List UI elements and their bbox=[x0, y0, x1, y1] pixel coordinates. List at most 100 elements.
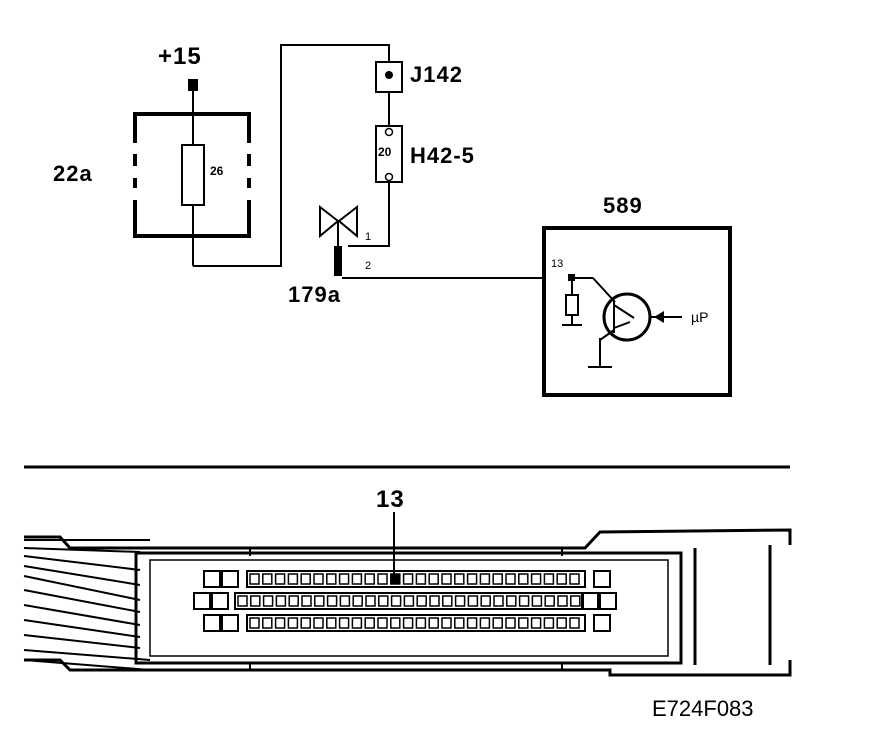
plug-pin bbox=[454, 573, 465, 585]
plug-pin bbox=[300, 617, 311, 629]
plug-pin bbox=[543, 617, 555, 629]
plug-pin bbox=[237, 595, 248, 607]
plug-pin-rows bbox=[234, 570, 586, 632]
plug-pin bbox=[544, 595, 555, 607]
wire-fuse-to-j142 bbox=[193, 44, 390, 267]
plug-pin bbox=[314, 595, 325, 607]
wire-harness-bundle bbox=[23, 539, 151, 671]
plug-pin bbox=[402, 617, 414, 629]
plug-pin bbox=[428, 617, 439, 629]
plug-pin bbox=[415, 617, 427, 629]
plug-pin bbox=[569, 617, 580, 629]
pin-row-frame bbox=[234, 592, 584, 610]
plug-pin bbox=[249, 573, 260, 585]
processor-label: µP bbox=[691, 309, 708, 325]
plug-pin bbox=[275, 595, 287, 607]
plug-pin bbox=[570, 595, 581, 607]
plug-pin bbox=[339, 595, 351, 607]
plug-pin bbox=[287, 617, 299, 629]
figure-code-label: E724F083 bbox=[652, 696, 754, 721]
plug-pin bbox=[428, 573, 439, 585]
plug-pin bbox=[403, 595, 415, 607]
plug-pin-13 bbox=[390, 573, 401, 585]
plug-pin bbox=[301, 595, 312, 607]
plug-pin bbox=[262, 573, 273, 585]
plug-pin bbox=[377, 617, 388, 629]
plug-housing bbox=[24, 528, 792, 677]
plug-coding-keys bbox=[193, 570, 617, 632]
plug-pin bbox=[390, 617, 401, 629]
plug-pin bbox=[378, 595, 389, 607]
plug-pin bbox=[441, 573, 452, 585]
h42-pin-bottom bbox=[384, 172, 394, 182]
plug-pin bbox=[518, 573, 529, 585]
plug-pin bbox=[557, 595, 568, 607]
plug-pin bbox=[262, 595, 274, 607]
plug-pin bbox=[415, 573, 427, 585]
plug-pin bbox=[493, 595, 504, 607]
plug-pin bbox=[467, 595, 479, 607]
plug-pin bbox=[377, 573, 388, 585]
wire-h42-to-179a bbox=[348, 182, 390, 247]
plug-pin bbox=[250, 595, 261, 607]
plug-pin bbox=[274, 617, 286, 629]
fuse-box-label: 22a bbox=[53, 161, 93, 186]
plug-pin bbox=[518, 595, 530, 607]
plug-pin bbox=[326, 595, 338, 607]
plug-pin bbox=[338, 573, 350, 585]
connector-179a-label: 179a bbox=[288, 282, 341, 307]
plug-pin bbox=[364, 617, 375, 629]
plug-pin bbox=[505, 573, 516, 585]
plug-pin bbox=[569, 573, 580, 585]
supply-label: +15 bbox=[158, 43, 202, 70]
j142-label: J142 bbox=[410, 62, 463, 87]
plug-pin bbox=[326, 573, 337, 585]
module-pin-node bbox=[568, 274, 575, 281]
plug-pin bbox=[506, 595, 517, 607]
plug-pin bbox=[441, 617, 452, 629]
plug-pin bbox=[351, 573, 363, 585]
h42-pin-label: 20 bbox=[378, 145, 392, 159]
plug-pin bbox=[492, 617, 503, 629]
plug-pin bbox=[518, 617, 529, 629]
plug-pin bbox=[479, 617, 491, 629]
plug-pin bbox=[338, 617, 350, 629]
fuse-element bbox=[181, 144, 205, 206]
plug-pin bbox=[480, 595, 491, 607]
pin-row-frame bbox=[246, 570, 586, 588]
plug-pin bbox=[288, 595, 299, 607]
module-internal-circuit bbox=[562, 277, 682, 368]
plug-pin bbox=[530, 573, 542, 585]
fuse-rating-label: 26 bbox=[210, 164, 224, 178]
plug-pin bbox=[505, 617, 516, 629]
plug-pin bbox=[543, 573, 555, 585]
h42-label: H42-5 bbox=[410, 143, 475, 168]
plug-pin bbox=[454, 595, 466, 607]
plug-pin bbox=[556, 573, 567, 585]
plug-pin bbox=[390, 595, 402, 607]
plug-pin bbox=[262, 617, 273, 629]
plug-pin bbox=[352, 595, 363, 607]
plug-pin bbox=[249, 617, 260, 629]
plug-pin bbox=[274, 573, 286, 585]
plug-pin bbox=[300, 573, 311, 585]
module-589-label: 589 bbox=[603, 193, 643, 218]
plug-pin-callout-label: 13 bbox=[376, 486, 405, 513]
plug-pin bbox=[287, 573, 299, 585]
plug-pin bbox=[416, 595, 427, 607]
pin-row-frame bbox=[246, 614, 586, 632]
plug-pin bbox=[365, 595, 376, 607]
plug-pin bbox=[530, 617, 542, 629]
plug-pin bbox=[326, 617, 337, 629]
plug-pin bbox=[313, 617, 324, 629]
plug-pin bbox=[442, 595, 453, 607]
h42-pin-top bbox=[384, 127, 394, 137]
plug-pin bbox=[402, 573, 414, 585]
plug-pin bbox=[466, 573, 478, 585]
plug-pin bbox=[364, 573, 375, 585]
plug-pin bbox=[351, 617, 363, 629]
module-pin-label: 13 bbox=[551, 258, 563, 270]
connector-179a-pin-2: 2 bbox=[365, 260, 371, 272]
plug-pin bbox=[429, 595, 440, 607]
